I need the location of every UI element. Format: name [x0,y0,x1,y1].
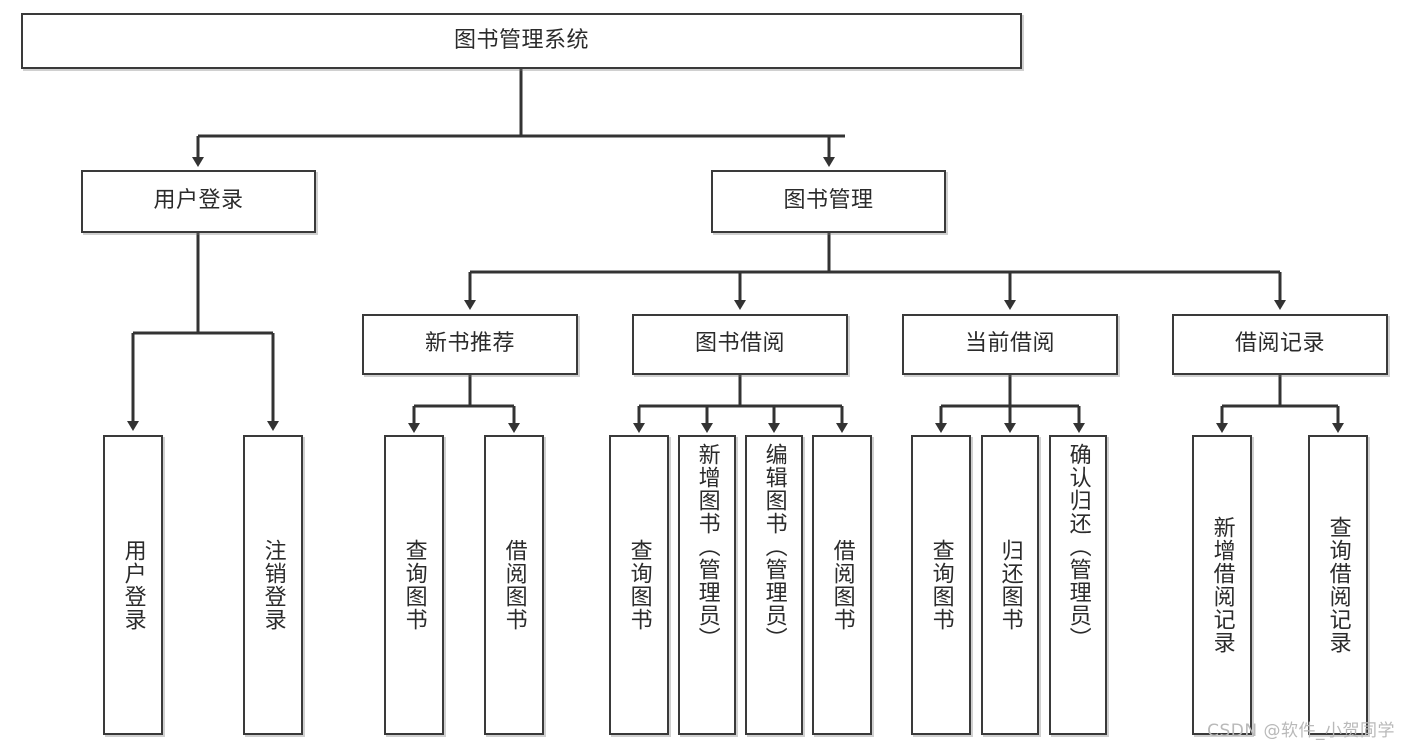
node-label: 新增借阅记录 [1209,516,1235,654]
node-label: 图书借阅 [694,331,785,357]
leaf-add-book-admin[interactable]: 新增图书（管理员） [678,435,736,735]
leaf-logout-login[interactable]: 注销登录 [243,435,303,735]
leaf-borrow-book-borrow[interactable]: 借阅图书 [812,435,872,735]
leaf-borrow-book-recommend[interactable]: 借阅图书 [484,435,544,735]
node-label: 查询图书 [401,539,427,631]
node-label: 查询图书 [928,539,954,631]
node-label: 确认归还（管理员） [1065,443,1091,650]
node-label: 查询借阅记录 [1325,516,1351,654]
node-current-borrow[interactable]: 当前借阅 [902,314,1118,375]
node-label: 图书管理系统 [453,27,589,53]
node-label: 借阅记录 [1234,331,1325,357]
node-new-book-recommend[interactable]: 新书推荐 [362,314,578,375]
node-label: 图书管理 [783,188,874,214]
node-label: 新增图书（管理员） [694,443,720,650]
node-book-borrow[interactable]: 图书借阅 [632,314,848,375]
leaf-query-borrow-record[interactable]: 查询借阅记录 [1308,435,1368,735]
leaf-user-login[interactable]: 用户登录 [103,435,163,735]
node-borrow-record[interactable]: 借阅记录 [1172,314,1388,375]
node-label: 编辑图书（管理员） [761,443,787,650]
node-label: 注销登录 [260,539,286,631]
leaf-query-book-recommend[interactable]: 查询图书 [384,435,444,735]
node-label: 借阅图书 [501,539,527,631]
leaf-query-book-borrow[interactable]: 查询图书 [609,435,669,735]
node-label: 归还图书 [997,539,1023,631]
leaf-confirm-return-admin[interactable]: 确认归还（管理员） [1049,435,1107,735]
node-label: 用户登录 [120,539,146,631]
node-root-book-management-system[interactable]: 图书管理系统 [21,13,1022,69]
node-label: 借阅图书 [829,539,855,631]
node-label: 用户登录 [153,188,244,214]
node-user-login[interactable]: 用户登录 [81,170,316,233]
leaf-add-borrow-record[interactable]: 新增借阅记录 [1192,435,1252,735]
leaf-query-book-current[interactable]: 查询图书 [911,435,971,735]
node-label: 当前借阅 [964,331,1055,357]
node-label: 查询图书 [626,539,652,631]
node-label: 新书推荐 [424,331,515,357]
node-book-manage[interactable]: 图书管理 [711,170,946,233]
leaf-return-book[interactable]: 归还图书 [981,435,1039,735]
leaf-edit-book-admin[interactable]: 编辑图书（管理员） [745,435,803,735]
